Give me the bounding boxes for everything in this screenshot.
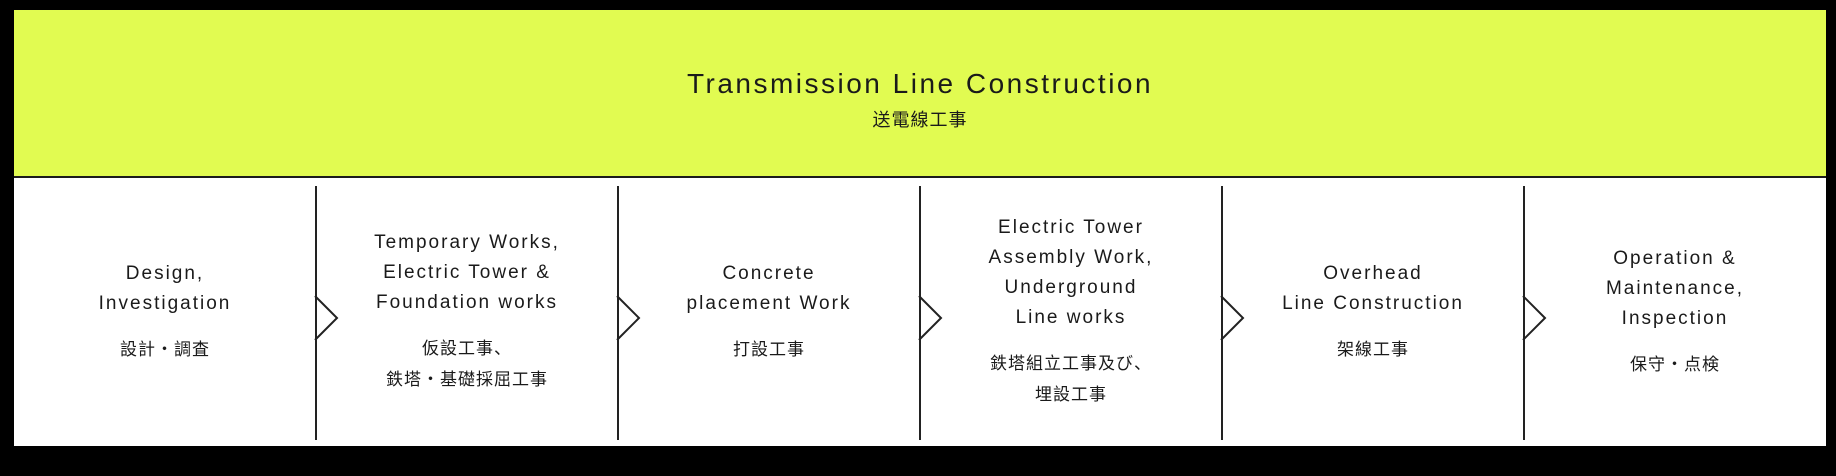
step-concrete-placement: Concrete placement Work 打設工事: [616, 178, 920, 446]
step-english-label: Design, Investigation: [98, 262, 232, 314]
step-divider: [1220, 186, 1245, 440]
step-english-label: Electric Tower Assembly Work, Undergroun…: [988, 217, 1154, 328]
step-japanese-label: 鉄塔組立工事及び、 埋設工事: [990, 354, 1152, 405]
step-divider: [616, 186, 641, 440]
step-temporary-works: Temporary Works, Electric Tower & Founda…: [314, 178, 618, 446]
chevron-right-icon: [314, 295, 339, 341]
step-english-label: Overhead Line Construction: [1282, 262, 1464, 314]
chevron-right-icon: [616, 295, 641, 341]
step-japanese-label: 打設工事: [733, 339, 805, 360]
step-english-label: Operation & Maintenance, Inspection: [1605, 247, 1745, 329]
step-english-label: Temporary Works, Electric Tower & Founda…: [374, 232, 560, 313]
step-divider: [1522, 186, 1547, 440]
header-banner: Transmission Line Construction 送電線工事: [14, 10, 1826, 178]
chevron-right-icon: [1220, 295, 1245, 341]
step-japanese-label: 仮設工事、 鉄塔・基礎採屈工事: [386, 339, 548, 390]
step-operation-maintenance: Operation & Maintenance, Inspection 保守・点…: [1522, 178, 1826, 446]
process-diagram: Transmission Line Construction 送電線工事 Des…: [14, 10, 1826, 446]
step-divider: [918, 186, 943, 440]
step-english-label: Concrete placement Work: [686, 262, 852, 314]
diagram-subtitle: 送電線工事: [872, 110, 968, 131]
chevron-right-icon: [918, 295, 943, 341]
step-design: Design, Investigation 設計・調査: [14, 178, 316, 446]
step-overhead-line: Overhead Line Construction 架線工事: [1220, 178, 1524, 446]
step-japanese-label: 保守・点検: [1630, 354, 1720, 375]
chevron-right-icon: [1522, 295, 1547, 341]
step-japanese-label: 設計・調査: [120, 339, 210, 360]
step-divider: [314, 186, 339, 440]
step-tower-assembly: Electric Tower Assembly Work, Undergroun…: [918, 178, 1222, 446]
step-japanese-label: 架線工事: [1337, 339, 1409, 360]
diagram-title: Transmission Line Construction: [686, 68, 1154, 99]
process-steps: Design, Investigation 設計・調査 Temporary Wo…: [14, 178, 1826, 446]
